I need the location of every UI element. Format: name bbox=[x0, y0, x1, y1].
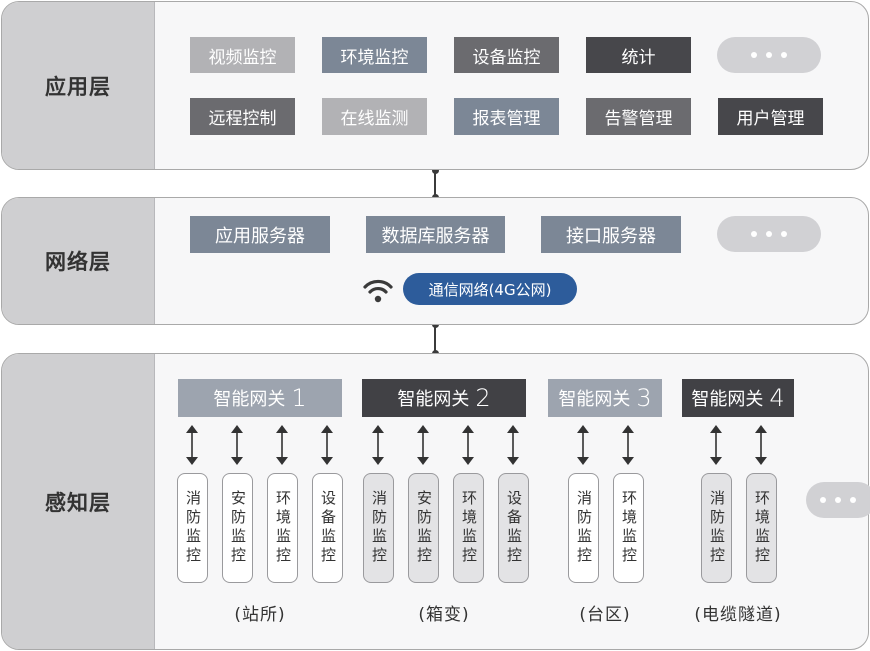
layer-label-application: 应用层 bbox=[2, 2, 155, 169]
app-module-environment[interactable]: 环境监控 bbox=[322, 37, 427, 73]
ellipsis-icon bbox=[717, 37, 821, 73]
double-arrow-icon bbox=[372, 425, 384, 465]
connector-app-network bbox=[434, 170, 436, 198]
gateway-number: 3 bbox=[636, 384, 652, 412]
sensor-environment[interactable]: 环境监控 bbox=[267, 473, 298, 583]
server-database[interactable]: 数据库服务器 bbox=[366, 216, 505, 253]
double-arrow-icon bbox=[710, 425, 722, 465]
communication-network-badge: 通信网络(4G公网) bbox=[403, 273, 577, 305]
ellipsis-icon bbox=[717, 216, 821, 252]
sensor-fire[interactable]: 消防监控 bbox=[363, 473, 394, 583]
double-arrow-icon bbox=[231, 425, 243, 465]
app-module-user[interactable]: 用户管理 bbox=[718, 98, 823, 135]
gateway-label: 智能网关 bbox=[213, 389, 286, 410]
double-arrow-icon bbox=[462, 425, 474, 465]
layer-label-perception: 感知层 bbox=[2, 354, 155, 649]
app-module-online-monitoring[interactable]: 在线监测 bbox=[322, 98, 427, 135]
app-module-device[interactable]: 设备监控 bbox=[454, 37, 559, 73]
ellipsis-icon bbox=[806, 482, 870, 518]
layer-label-network: 网络层 bbox=[2, 198, 155, 324]
sensor-environment[interactable]: 环境监控 bbox=[746, 473, 777, 583]
double-arrow-icon bbox=[186, 425, 198, 465]
gateway-label: 智能网关 bbox=[558, 389, 631, 410]
gateway-number: 2 bbox=[475, 384, 491, 412]
connector-dot bbox=[431, 167, 439, 174]
site-label-box-transformer: (箱变) bbox=[418, 605, 470, 625]
sensor-device[interactable]: 设备监控 bbox=[312, 473, 343, 583]
server-application[interactable]: 应用服务器 bbox=[190, 216, 330, 253]
site-label-cable-tunnel: (电缆隧道) bbox=[694, 605, 782, 625]
double-arrow-icon bbox=[417, 425, 429, 465]
gateway-label: 智能网关 bbox=[397, 389, 470, 410]
double-arrow-icon bbox=[321, 425, 333, 465]
double-arrow-icon bbox=[577, 425, 589, 465]
double-arrow-icon bbox=[507, 425, 519, 465]
gateway-label: 智能网关 bbox=[691, 389, 764, 410]
sensor-environment[interactable]: 环境监控 bbox=[453, 473, 484, 583]
double-arrow-icon bbox=[622, 425, 634, 465]
app-module-report[interactable]: 报表管理 bbox=[454, 98, 559, 135]
application-layer: 应用层 bbox=[1, 1, 869, 170]
gateway-number: 1 bbox=[291, 384, 307, 412]
app-module-video[interactable]: 视频监控 bbox=[190, 37, 295, 73]
app-module-remote-control[interactable]: 远程控制 bbox=[190, 98, 295, 135]
server-interface[interactable]: 接口服务器 bbox=[541, 216, 681, 253]
sensor-device[interactable]: 设备监控 bbox=[498, 473, 529, 583]
sensor-environment[interactable]: 环境监控 bbox=[613, 473, 644, 583]
app-module-alarm[interactable]: 告警管理 bbox=[586, 98, 691, 135]
sensor-fire[interactable]: 消防监控 bbox=[568, 473, 599, 583]
double-arrow-icon bbox=[755, 425, 767, 465]
sensor-fire[interactable]: 消防监控 bbox=[701, 473, 732, 583]
double-arrow-icon bbox=[276, 425, 288, 465]
sensor-fire[interactable]: 消防监控 bbox=[177, 473, 208, 583]
connector-network-perception bbox=[434, 325, 436, 355]
wifi-icon bbox=[363, 279, 393, 303]
gateway-number: 4 bbox=[769, 384, 785, 412]
site-label-transformer-area: (台区) bbox=[579, 605, 631, 625]
site-label-station: (站所) bbox=[234, 605, 286, 625]
sensor-security[interactable]: 安防监控 bbox=[222, 473, 253, 583]
app-module-statistics[interactable]: 统计 bbox=[586, 37, 691, 73]
sensor-security[interactable]: 安防监控 bbox=[408, 473, 439, 583]
